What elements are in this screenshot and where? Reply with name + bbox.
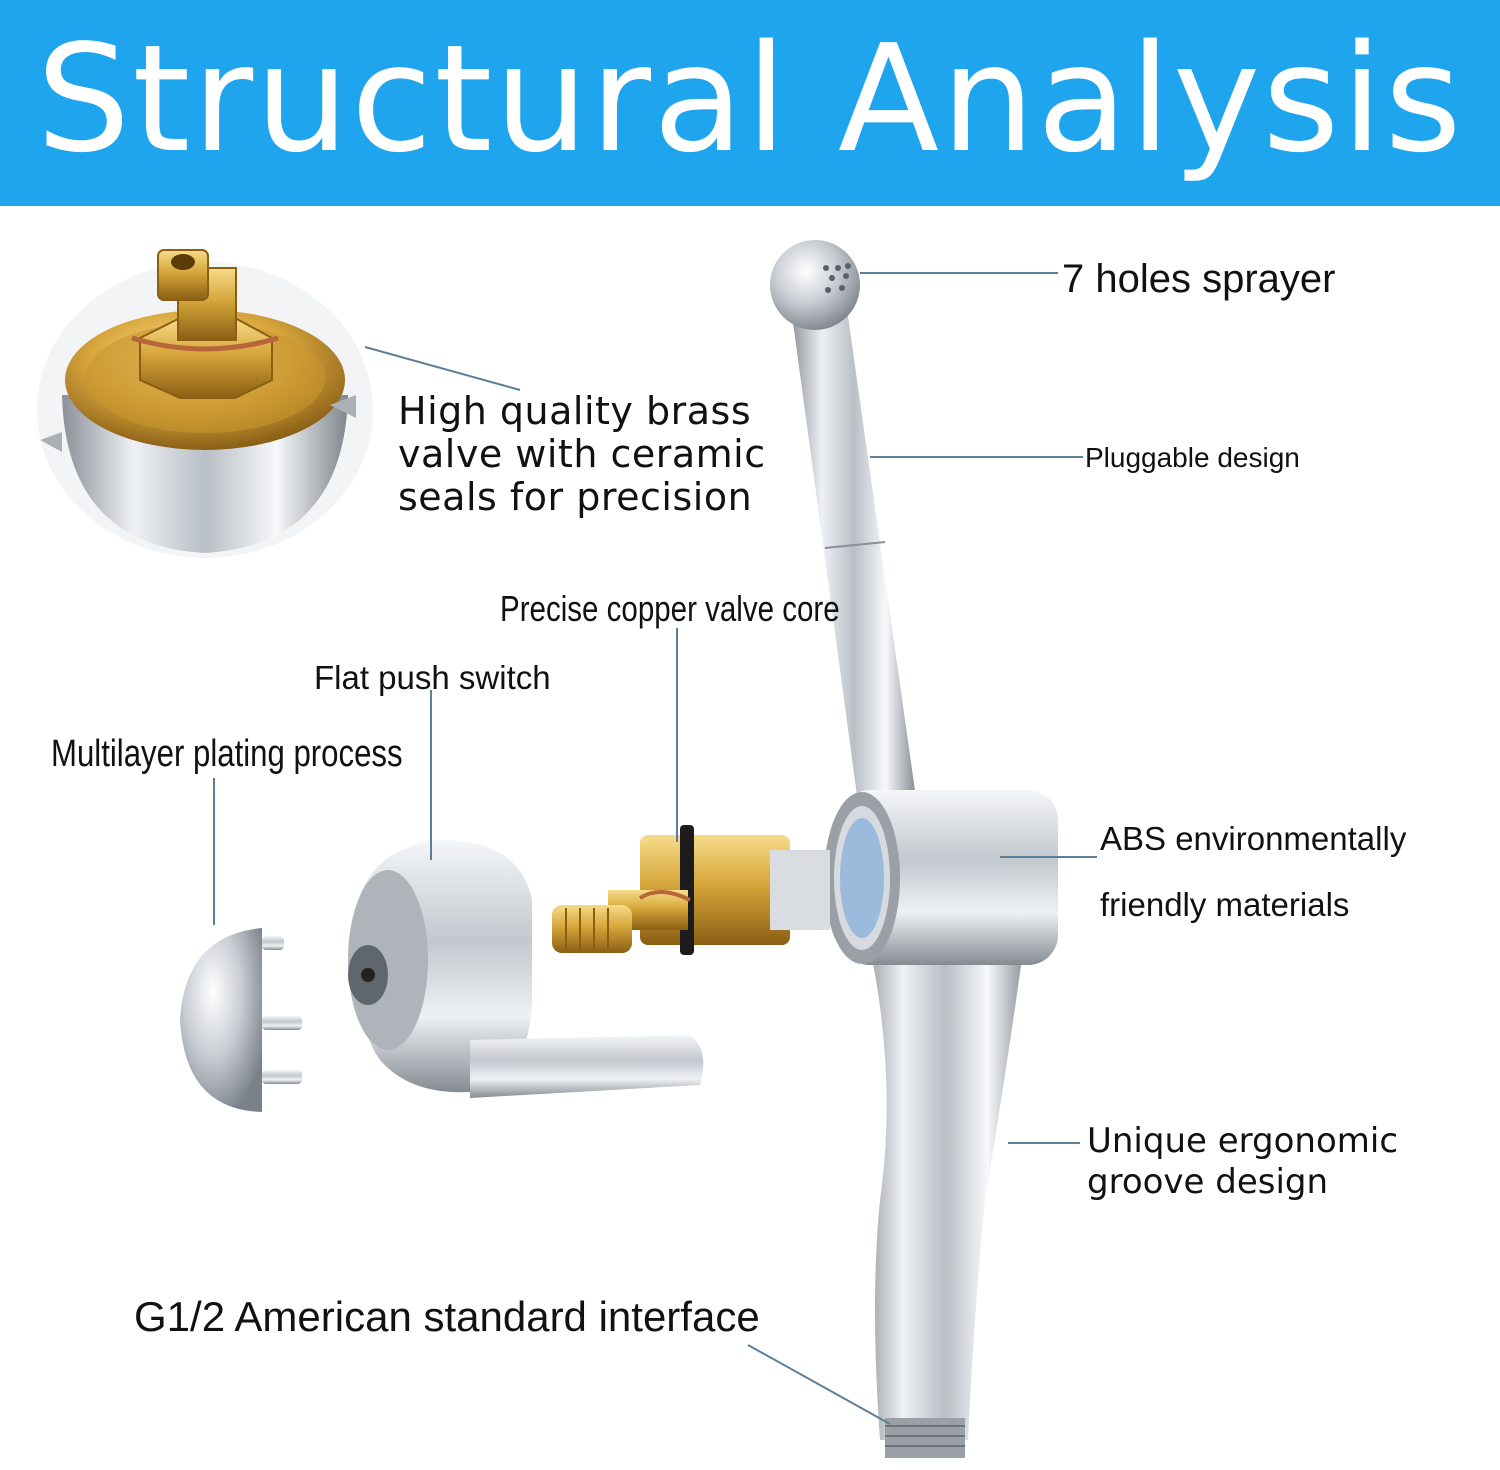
valve-description: High quality brass valve with ceramic se… [398,390,766,519]
lever-handle-icon [348,840,704,1098]
valve-description-line: High quality brass [398,389,752,433]
valve-description-line: seals for precision [398,475,753,519]
ergonomic-label-line2: groove design [1087,1162,1329,1202]
valve-cartridge-icon [552,825,830,955]
valve-description-line: valve with ceramic [398,432,766,476]
leader-lines [213,272,1097,1425]
abs-label-line2: friendly materials [1100,886,1350,923]
valve-core-label: Precise copper valve core [500,588,840,629]
pluggable-label: Pluggable design [1085,442,1300,473]
plating-label: Multilayer plating process [51,733,403,775]
ergonomic-label-line1: Unique ergonomic [1087,1121,1399,1161]
sprayer-body-icon [770,240,1058,1458]
push-switch-label: Flat push switch [314,659,551,696]
abs-label-line1: ABS environmentally [1100,820,1407,857]
page-title: Structural Analysis [36,13,1464,185]
sprayer-label: 7 holes sprayer [1062,257,1336,301]
brass-valve-closeup-icon [37,249,373,558]
interface-label: G1/2 American standard interface [134,1293,760,1340]
dome-cap-icon [180,928,302,1112]
title-banner: Structural Analysis [0,0,1500,206]
